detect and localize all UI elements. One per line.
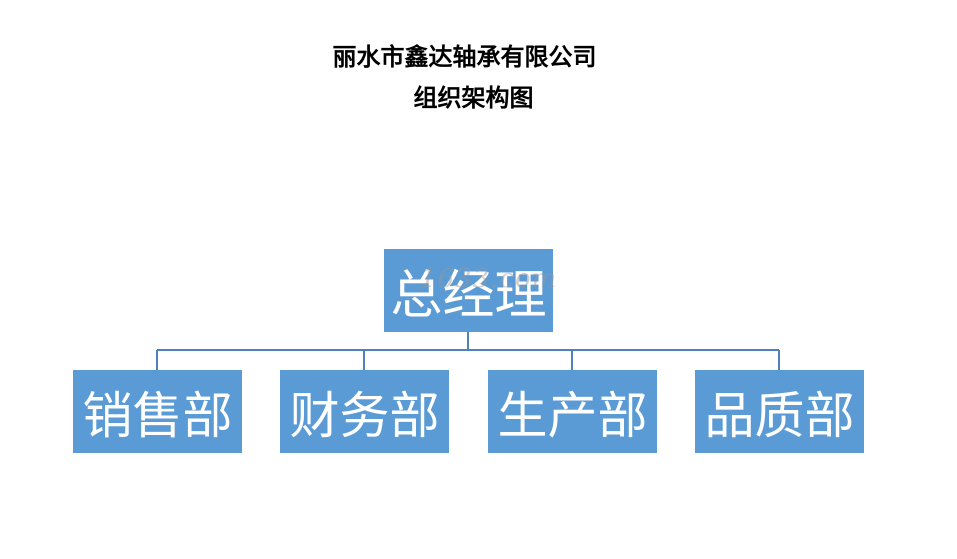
node-sales-dept: 销售部 xyxy=(73,370,242,453)
node-label: 生产部 xyxy=(497,386,648,445)
node-label: 总经理 xyxy=(390,266,547,326)
node-finance-dept: 财务部 xyxy=(280,370,449,453)
node-general-manager: 总经理 xyxy=(384,249,553,332)
node-quality-dept: 品质部 xyxy=(695,370,864,453)
node-production-dept: 生产部 xyxy=(488,370,657,453)
node-label: 品质部 xyxy=(704,386,855,445)
node-label: 财务部 xyxy=(289,386,440,445)
company-title: 丽水市鑫达轴承有限公司 xyxy=(332,43,597,71)
node-label: 销售部 xyxy=(82,386,233,445)
chart-title: 组织架构图 xyxy=(413,84,534,112)
